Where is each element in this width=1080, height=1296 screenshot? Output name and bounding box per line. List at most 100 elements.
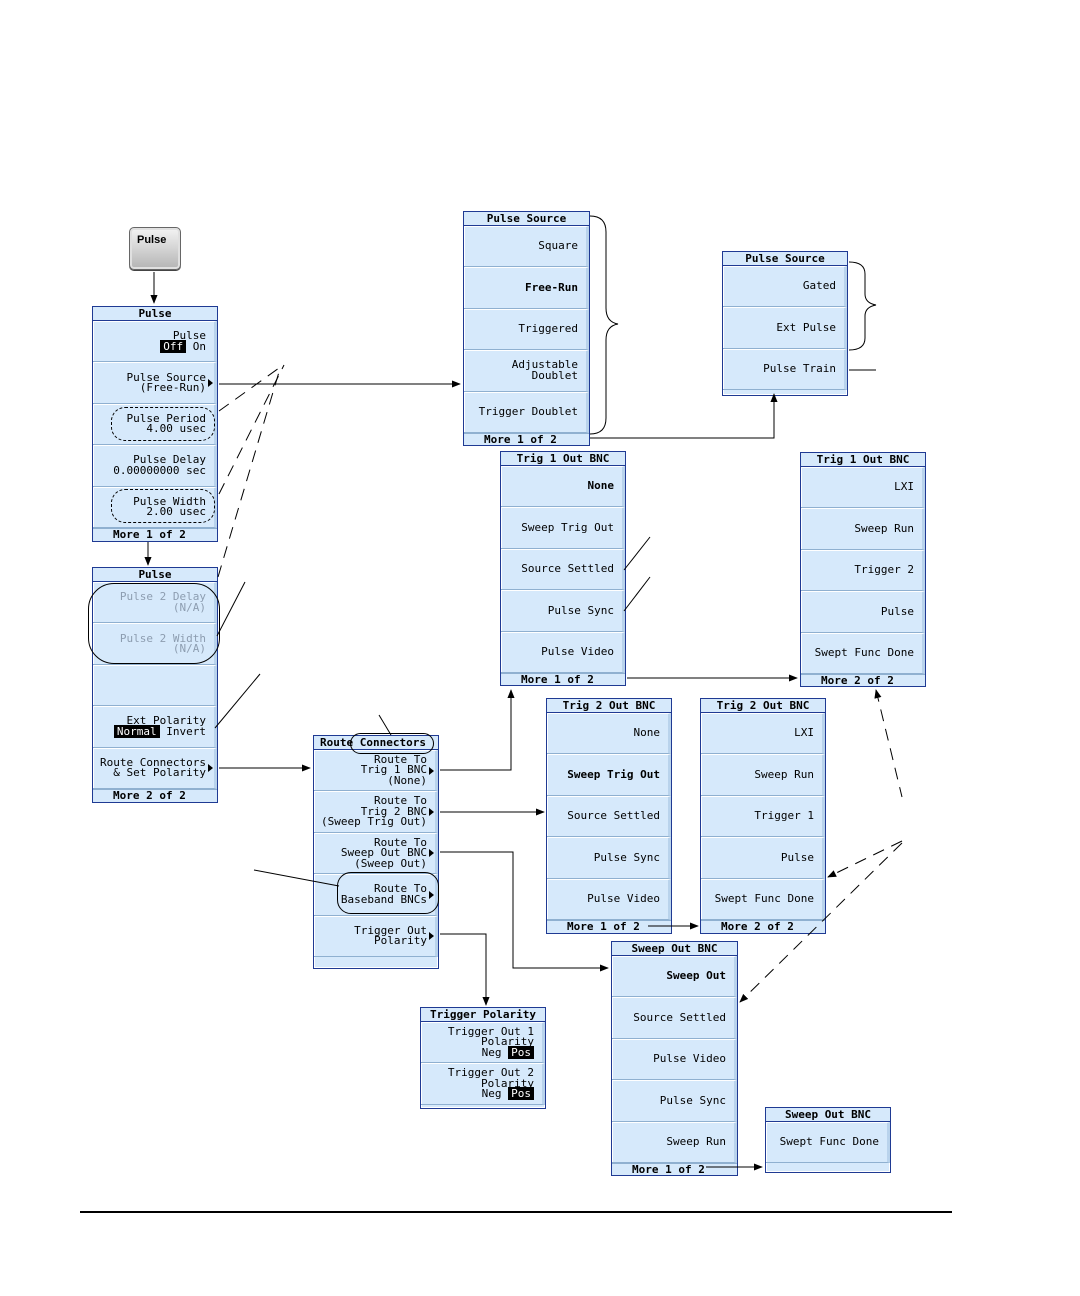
more-key[interactable]: More 1 of 2: [93, 527, 217, 541]
softkey-source-settled[interactable]: Source Settled: [501, 548, 625, 591]
softkey-label: Baseband BNCs: [340, 892, 427, 906]
softkey-free-run[interactable]: Free-Run: [464, 267, 589, 309]
softkey-label: 0.00000000 sec: [113, 463, 206, 477]
softkey-square[interactable]: Square: [464, 226, 589, 268]
softkey-sweep-run[interactable]: Sweep Run: [701, 754, 825, 796]
softkey-label: Sweep Run: [666, 1135, 726, 1148]
softkey-route-connectors[interactable]: Route Connectors& Set Polarity: [93, 747, 217, 789]
softkey-label: Pulse Delay: [133, 453, 206, 467]
softkey-lxi[interactable]: LXI: [701, 713, 825, 755]
softkey-label: Polarity: [481, 1076, 534, 1090]
softkey-label: Doublet: [531, 368, 578, 382]
softkey-sweep-trig-out[interactable]: Sweep Trig Out: [547, 754, 671, 796]
softkey-label: LXI: [894, 480, 914, 494]
more-key[interactable]: More 1 of 2: [464, 432, 589, 445]
softkey-sweep-run[interactable]: Sweep Run: [801, 508, 925, 550]
submenu-arrow-icon: [208, 379, 213, 388]
softkey-label: Pulse Sync: [547, 603, 614, 617]
menu-title: Pulse: [93, 568, 217, 582]
toggle-option: Neg: [481, 1045, 502, 1059]
more-key[interactable]: More 1 of 2: [547, 919, 671, 933]
softkey-swept-func-done[interactable]: Swept Func Done: [701, 878, 825, 920]
softkey-label: None: [633, 726, 661, 740]
softkey-pulse-video[interactable]: Pulse Video: [612, 1038, 737, 1081]
softkey-triggered[interactable]: Triggered: [464, 308, 589, 351]
softkey-pulse-video[interactable]: Pulse Video: [547, 878, 671, 920]
menu-title: Trigger Polarity: [421, 1008, 545, 1022]
more-key[interactable]: More 2 of 2: [93, 788, 217, 802]
softkey-label: Ext Polarity: [126, 714, 206, 728]
softkey-pulse-sync[interactable]: Pulse Sync: [612, 1080, 737, 1122]
toggle-row: Neg Pos: [482, 1087, 534, 1101]
softkey-label: & Set Polarity: [113, 766, 206, 780]
softkey-pulse-2-width[interactable]: Pulse 2 Width(N/A): [93, 623, 217, 665]
menu-title: Pulse: [93, 307, 217, 321]
softkey-label: Free-Run: [525, 280, 578, 294]
softkey-label: (N/A): [172, 642, 206, 656]
softkey-label: Swept Func Done: [714, 892, 814, 905]
softkey-none[interactable]: None: [547, 713, 671, 755]
softkey-pulse-sync[interactable]: Pulse Sync: [501, 590, 625, 632]
more-key[interactable]: More 2 of 2: [701, 919, 825, 933]
more-key[interactable]: More 2 of 2: [801, 673, 925, 686]
toggle-option-selected: Normal: [113, 724, 160, 738]
softkey-lxi[interactable]: LXI: [801, 467, 925, 509]
softkey-sweep-run[interactable]: Sweep Run: [612, 1121, 737, 1163]
more-key[interactable]: More 1 of 2: [612, 1162, 737, 1175]
softkey-label: Pulse Width: [133, 494, 206, 508]
softkey-swept-func-done[interactable]: Swept Func Done: [801, 632, 925, 674]
toggle-option-selected: Off: [160, 339, 187, 353]
softkey-gated[interactable]: Gated: [723, 266, 847, 308]
pulse-hardkey[interactable]: Pulse: [129, 227, 181, 270]
softkey-label: (Free-Run): [139, 381, 206, 395]
softkey-label: Source Settled: [521, 562, 614, 576]
softkey-sweep-trig-out[interactable]: Sweep Trig Out: [501, 507, 625, 549]
softkey-label: Trigger Out 1: [447, 1024, 534, 1038]
softkey-pulse-sync[interactable]: Pulse Sync: [547, 837, 671, 879]
more-key[interactable]: More 1 of 2: [501, 672, 625, 685]
softkey-label: Trig 2 BNC: [360, 804, 427, 818]
softkey-trigger-2[interactable]: Trigger 2: [801, 549, 925, 592]
softkey-source-settled[interactable]: Source Settled: [612, 997, 737, 1039]
softkey-source-settled[interactable]: Source Settled: [547, 795, 671, 838]
softkey-label: Pulse Source: [126, 370, 206, 384]
toggle-row: Neg Pos: [481, 1045, 534, 1059]
softkey-label: Route To: [374, 752, 427, 766]
softkey-label: Pulse: [172, 329, 206, 343]
toggle-option-selected: Pos: [508, 1045, 534, 1059]
softkey-pulse[interactable]: Pulse: [701, 837, 825, 879]
softkey-pulse[interactable]: Pulse: [801, 591, 925, 633]
softkey-pulse-2-delay[interactable]: Pulse 2 Delay(N/A): [93, 582, 217, 624]
softkey-ext-pulse[interactable]: Ext Pulse: [723, 307, 847, 349]
softkey-pulse-train[interactable]: Pulse Train: [723, 348, 847, 391]
softkey-trigger-1[interactable]: Trigger 1: [701, 795, 825, 838]
softkey-label: Route To: [374, 882, 427, 896]
softkey-pulse-source[interactable]: Pulse Source(Free-Run): [93, 362, 217, 404]
softkey-swept-func-done[interactable]: Swept Func Done: [766, 1122, 890, 1164]
softkey-sweep-out[interactable]: Sweep Out: [612, 956, 737, 998]
menu-title: Route Connectors: [314, 736, 438, 750]
softkey-trigger-doublet[interactable]: Trigger Doublet: [464, 391, 589, 433]
toggle-row: Off On: [160, 339, 206, 353]
softkey-label: Route To: [374, 794, 427, 808]
softkey-pulse-video[interactable]: Pulse Video: [501, 631, 625, 673]
softkey-none[interactable]: None: [501, 466, 625, 508]
